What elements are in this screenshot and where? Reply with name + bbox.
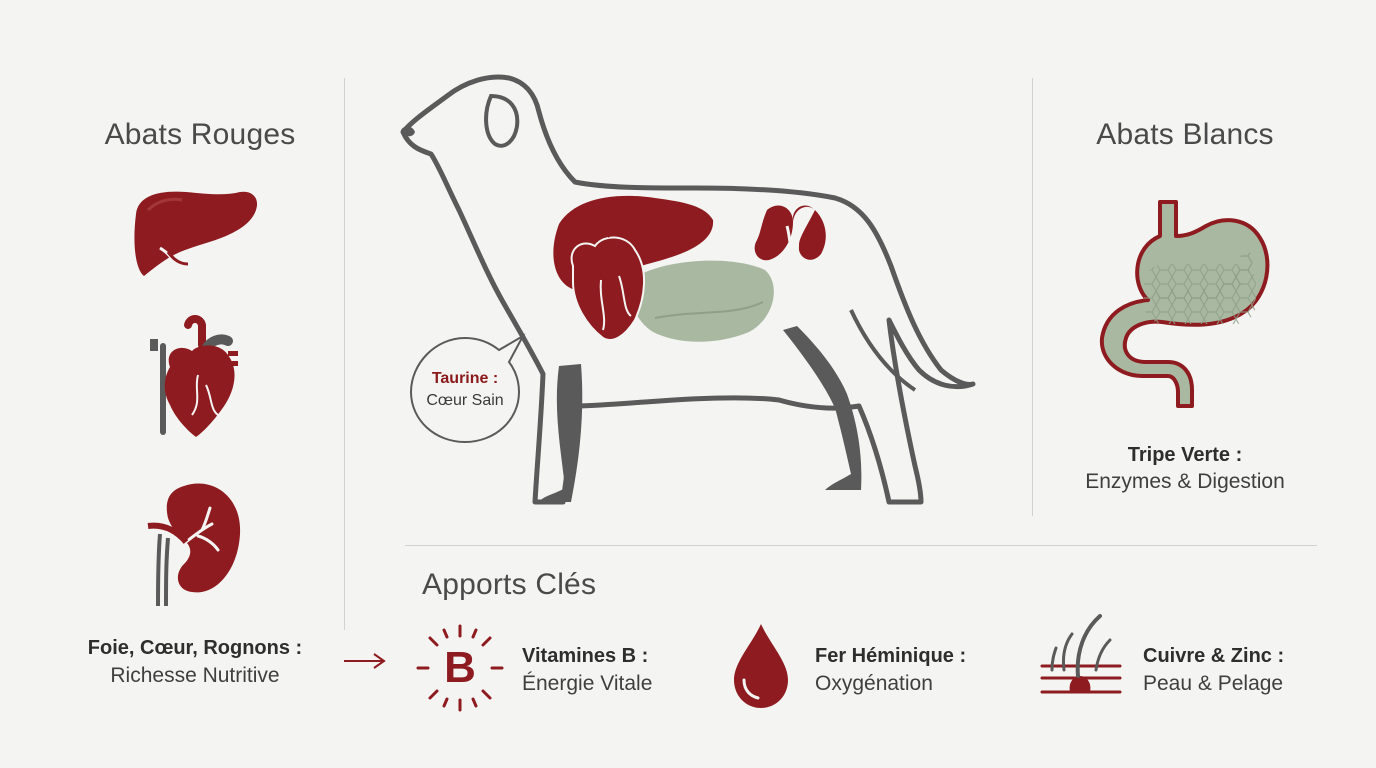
dog-front-leg (539, 364, 583, 502)
benefit-vitamins-strong: Vitamines B : (522, 645, 649, 667)
kidney-icon (147, 483, 241, 607)
liver-icon (134, 191, 258, 276)
benefit-copper-zinc-strong: Cuivre & Zinc : (1143, 645, 1285, 667)
bubble-taurine-sub: Cœur Sain (426, 392, 504, 409)
white-offal-title: Abats Blancs (1096, 118, 1274, 151)
heart-icon (150, 315, 238, 437)
benefit-vitamins-sub: Énergie Vitale (522, 672, 653, 695)
red-offal-caption-strong: Foie, Cœur, Rognons : (87, 637, 303, 659)
white-offal-caption-strong: Tripe Verte : (1127, 444, 1243, 466)
bottom-divider (405, 545, 1317, 546)
benefits-title: Apports Clés (422, 568, 597, 601)
benefit-copper-zinc-sub: Peau & Pelage (1143, 672, 1284, 695)
red-offal-caption-sub: Richesse Nutritive (110, 664, 280, 687)
right-divider (1032, 78, 1033, 516)
bubble-taurine-label: Taurine : (431, 370, 499, 387)
dog-kidney-left (754, 205, 793, 261)
dog-outline (400, 74, 976, 505)
blood-drop-icon (734, 624, 788, 708)
benefit-iron-strong: Fer Héminique : (815, 645, 967, 667)
stomach-icon (1099, 200, 1270, 408)
dog-ear (484, 93, 520, 148)
benefit-iron-sub: Oxygénation (815, 672, 933, 695)
dog-illustration (400, 74, 976, 505)
arrow-right-icon (344, 653, 386, 669)
left-divider (344, 78, 345, 630)
vitamin-b-icon (416, 624, 504, 712)
speech-bubble (409, 333, 526, 444)
dog-stomach (631, 260, 774, 342)
red-offal-title: Abats Rouges (104, 118, 296, 151)
white-offal-caption-sub: Enzymes & Digestion (1085, 470, 1285, 493)
skin-hair-icon (1040, 614, 1122, 694)
dog-heart (570, 236, 646, 341)
dog-kidney-right (792, 205, 826, 260)
vitamin-b-icon-letter: B (444, 643, 476, 692)
dog-nose (401, 126, 415, 137)
